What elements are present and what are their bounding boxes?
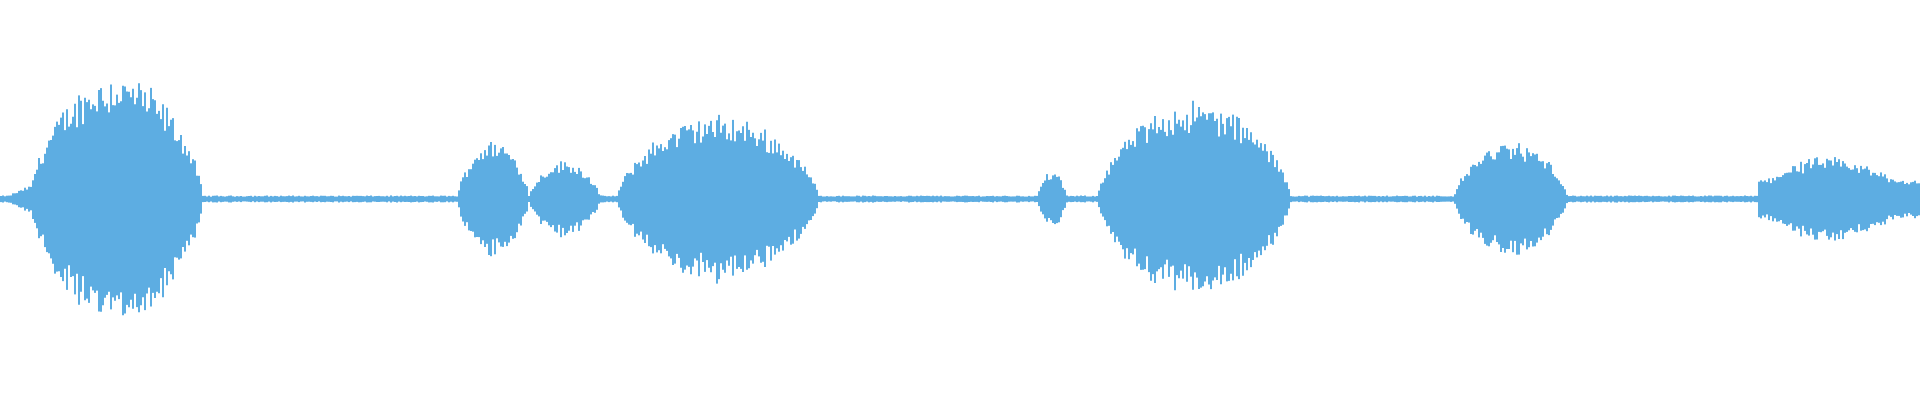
waveform-bars xyxy=(0,83,1920,316)
